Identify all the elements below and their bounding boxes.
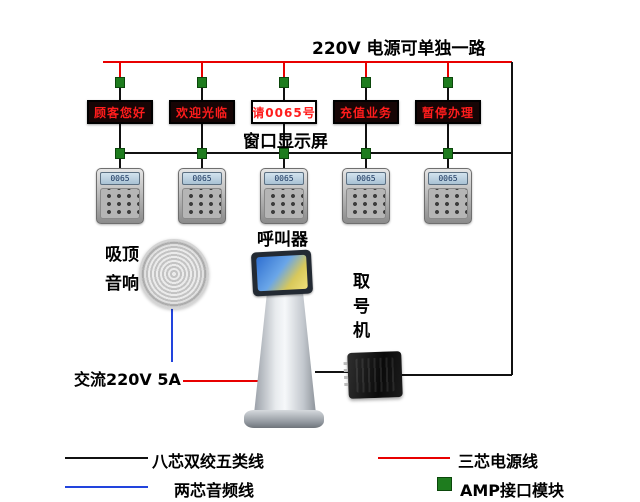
amp-interface-module-icon (197, 77, 207, 88)
caller-screen: 0065 (100, 172, 140, 185)
caller-keypad (346, 188, 386, 219)
caller-device: 0065 (342, 168, 390, 224)
legend-audio-line-swatch (65, 486, 148, 488)
caller-screen: 0065 (264, 172, 304, 185)
caller-screen: 0065 (346, 172, 386, 185)
legend-power-label: 三芯电源线 (458, 452, 539, 471)
caller-keypad (100, 188, 140, 219)
ceiling-speaker (139, 239, 209, 309)
power-note-top: 220V 电源可单独一路 (312, 39, 486, 59)
caller-keypad (428, 188, 468, 219)
window-display-label: 窗口显示屏 (243, 132, 328, 152)
led-display-text: 顾客您好 (93, 105, 146, 120)
amp-interface-module-icon (115, 77, 125, 88)
led-display-text: 充值业务 (339, 105, 392, 120)
amp-interface-module-icon (361, 77, 371, 88)
amp-interface-module-icon (443, 148, 453, 159)
kiosk-label: 取号机 (353, 272, 370, 342)
power-lines (103, 61, 512, 382)
legend-power-line-swatch (378, 457, 450, 459)
caller-label: 呼叫器 (257, 230, 308, 250)
ac-power-label: 交流220V 5A (74, 370, 181, 389)
amp-interface-module-icon (197, 148, 207, 159)
kiosk-screen (250, 249, 314, 297)
legend-audio-label: 两芯音频线 (174, 481, 255, 500)
legend-amp-module-swatch (437, 477, 452, 491)
led-display: 暂停办理 (415, 100, 481, 124)
led-display-text: 暂停办理 (421, 105, 474, 120)
caller-screen: 0065 (428, 172, 468, 185)
caller-keypad (264, 188, 304, 219)
amp-interface-module-icon (361, 148, 371, 159)
legend-amp-label: AMP接口模块 (460, 481, 565, 500)
legend-cat5-line-swatch (65, 457, 148, 459)
led-display-text: 请0065号 (252, 105, 316, 120)
amp-interface-module-icon (115, 148, 125, 159)
caller-device: 0065 (96, 168, 144, 224)
caller-keypad (182, 188, 222, 219)
led-display: 欢迎光临 (169, 100, 235, 124)
caller-device: 0065 (424, 168, 472, 224)
speaker-label: 吸顶音响 (105, 245, 139, 294)
led-display-text: 欢迎光临 (175, 105, 228, 120)
led-display: 充值业务 (333, 100, 399, 124)
caller-screen: 0065 (182, 172, 222, 185)
led-display: 请0065号 (251, 100, 317, 124)
caller-device: 0065 (260, 168, 308, 224)
amp-interface-module-icon (279, 77, 289, 88)
kiosk-base (244, 410, 324, 428)
amplifier-box (347, 351, 403, 399)
amp-interface-module-icon (279, 148, 289, 159)
caller-device: 0065 (178, 168, 226, 224)
amp-interface-module-icon (443, 77, 453, 88)
legend-cat5-label: 八芯双绞五类线 (152, 452, 265, 471)
led-display: 顾客您好 (87, 100, 153, 124)
